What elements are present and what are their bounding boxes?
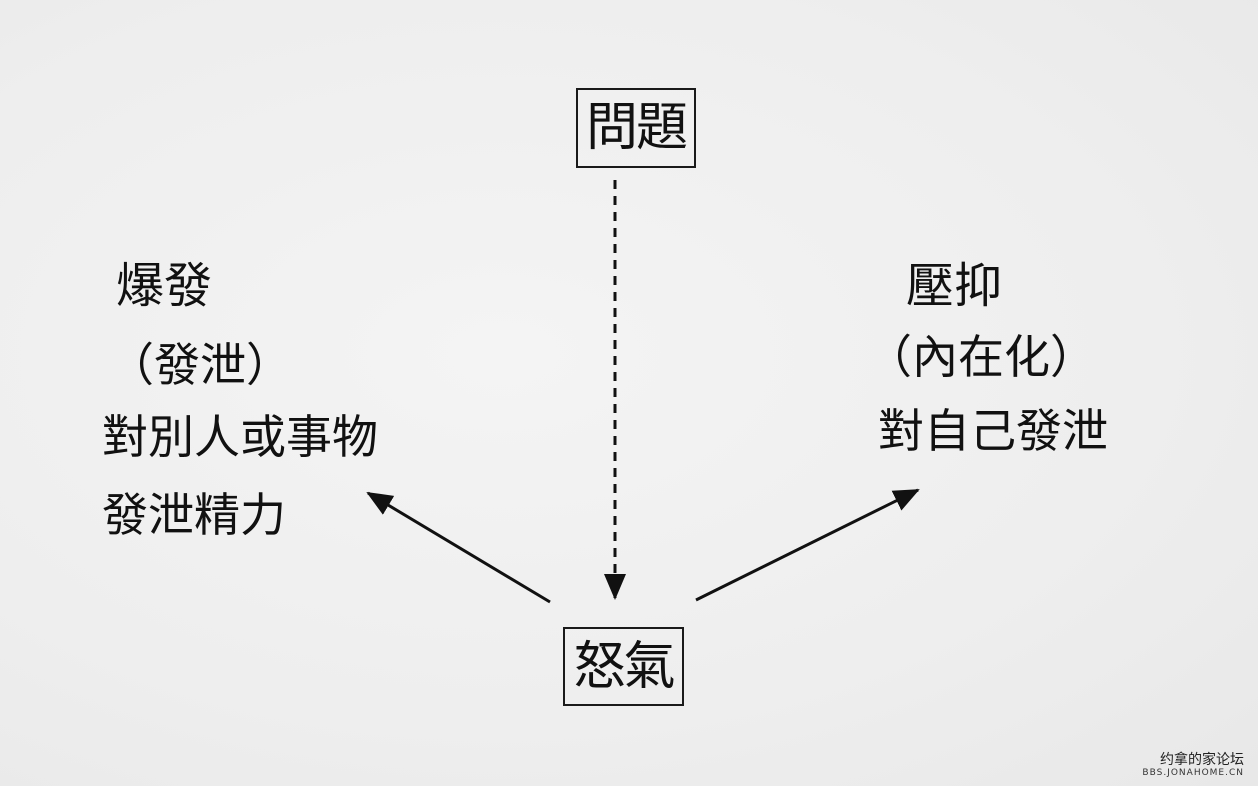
right-branch-subtitle: （內在化） xyxy=(866,330,1096,384)
watermark-url: BBS.JONAHOME.CN xyxy=(1142,767,1244,778)
right-branch-line-1: 對自己發泄 xyxy=(878,404,1108,458)
left-branch-subtitle: （發泄） xyxy=(108,338,292,392)
left-branch-line-1: 對別人或事物 xyxy=(102,410,378,464)
left-branch-title: 爆發 xyxy=(116,258,213,314)
right-branch-title: 壓抑 xyxy=(906,258,1003,314)
node-problem: 問題 xyxy=(576,88,696,168)
watermark: 约拿的家论坛 BBS.JONAHOME.CN xyxy=(1142,752,1244,778)
left-branch-line-2: 發泄精力 xyxy=(102,488,286,542)
edge-anger-to-suppress xyxy=(695,488,920,602)
node-problem-label: 問題 xyxy=(585,98,688,158)
watermark-title: 约拿的家论坛 xyxy=(1160,751,1244,768)
edge-anger-to-explode xyxy=(366,491,551,604)
node-anger: 怒氣 xyxy=(563,627,684,706)
node-anger-label: 怒氣 xyxy=(573,636,675,697)
